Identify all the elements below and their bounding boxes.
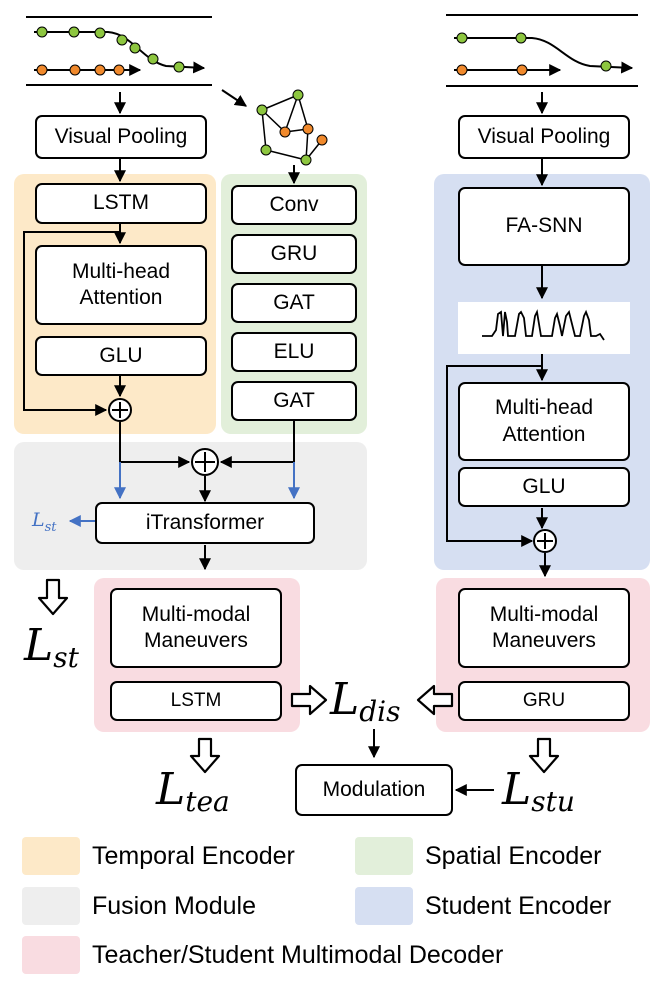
teacher-decoder-lstm-box: LSTM	[110, 681, 282, 721]
student-decoder-gru-box: GRU	[458, 681, 630, 721]
legend-swatch-fusion	[22, 887, 80, 925]
teacher-mha-box: Multi-head Attention	[35, 245, 207, 325]
fa-snn-box: FA-SNN	[458, 187, 630, 266]
legend-label-fusion: Fusion Module	[92, 892, 256, 920]
loss-l-dis: Ldis	[330, 674, 401, 728]
legend-label-decoder: Teacher/Student Multimodal Decoder	[92, 941, 504, 969]
legend-swatch-decoder	[22, 936, 80, 974]
spatial-gru-box: GRU	[231, 234, 357, 274]
loss-l-tea: Ltea	[156, 764, 230, 818]
teacher-lstm-box: LSTM	[35, 183, 207, 224]
loss-l-st: Lst	[24, 620, 79, 674]
legend-label-temporal: Temporal Encoder	[92, 842, 295, 870]
spatial-gat-box-2: GAT	[231, 381, 357, 421]
itransformer-box: iTransformer	[95, 502, 315, 544]
teacher-road-scene	[26, 16, 212, 86]
teacher-glu-box: GLU	[35, 336, 207, 376]
teacher-visual-pooling-box: Visual Pooling	[35, 115, 207, 159]
legend-swatch-student	[355, 887, 413, 925]
teacher-multimodal-maneuvers-box: Multi-modal Maneuvers	[110, 588, 282, 668]
modulation-box: Modulation	[295, 764, 453, 816]
spatial-gat-box-1: GAT	[231, 283, 357, 323]
spatial-conv-box: Conv	[231, 185, 357, 225]
legend-swatch-spatial	[355, 837, 413, 875]
spike-train-icon	[458, 302, 630, 354]
student-glu-box: GLU	[458, 467, 630, 507]
legend-label-student: Student Encoder	[425, 892, 612, 920]
student-road-scene	[446, 14, 638, 87]
spatial-elu-box: ELU	[231, 332, 357, 372]
student-multimodal-maneuvers-box: Multi-modal Maneuvers	[458, 588, 630, 668]
hollow-arrows	[37, 578, 560, 774]
legend-label-spatial: Spatial Encoder	[425, 842, 602, 870]
l-st-small-label: Lst	[32, 509, 57, 535]
student-mha-box: Multi-head Attention	[458, 382, 630, 461]
student-visual-pooling-box: Visual Pooling	[458, 115, 630, 159]
legend-swatch-temporal	[22, 837, 80, 875]
loss-l-stu: Lstu	[502, 764, 575, 818]
interaction-graph-icon	[221, 89, 328, 166]
